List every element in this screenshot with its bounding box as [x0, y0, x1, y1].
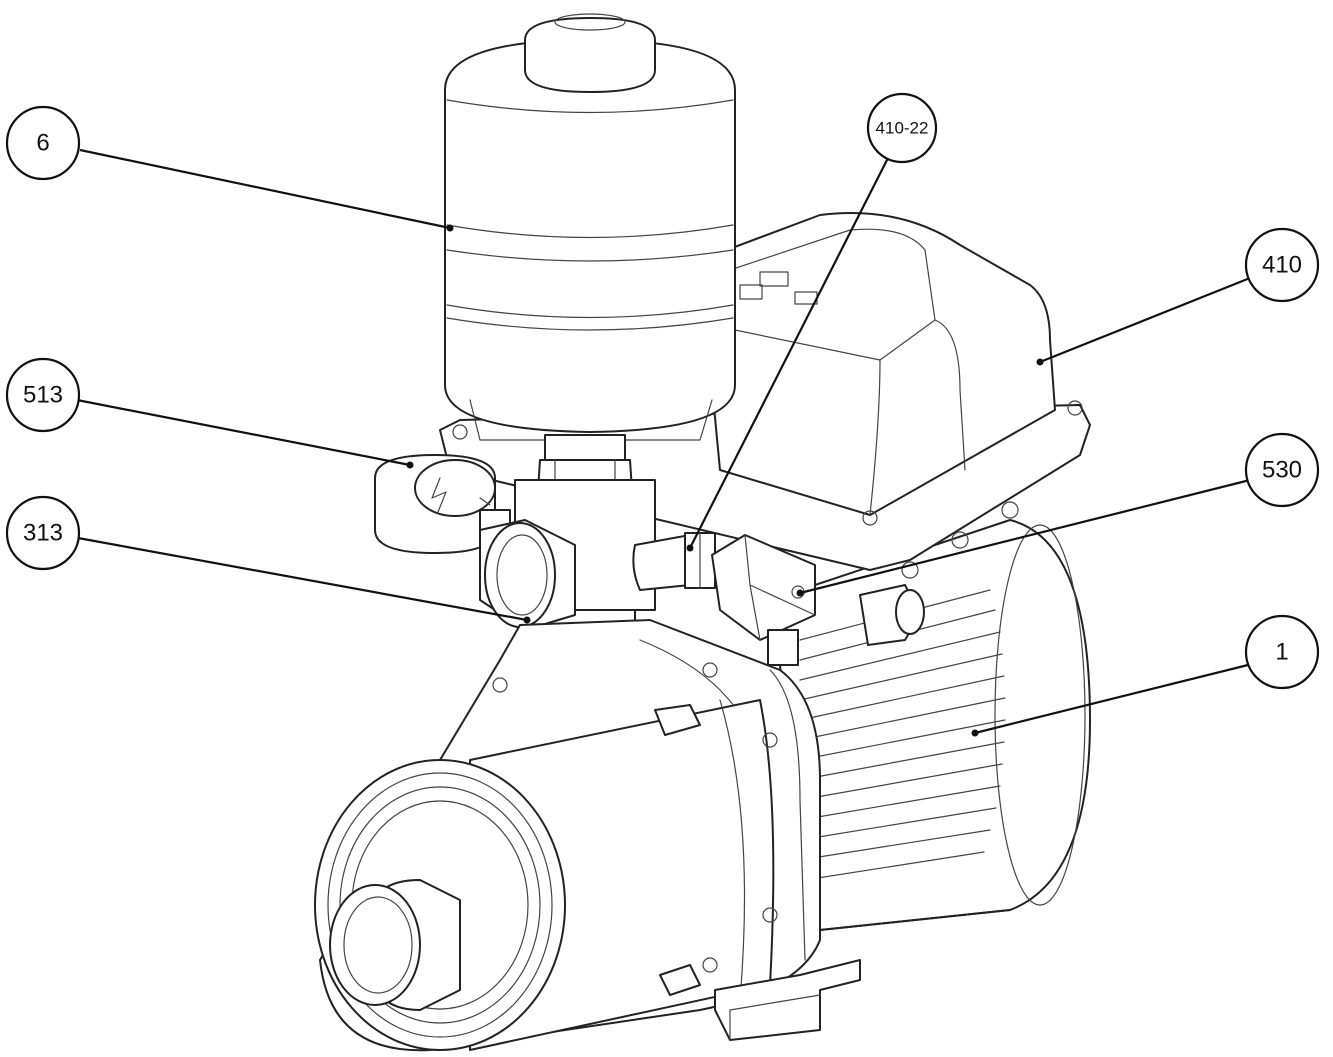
pressure-gauge	[374, 454, 511, 554]
cable-connector	[711, 534, 816, 666]
callout-1-label: 1	[1275, 639, 1288, 666]
pump-casing-bolts	[492, 662, 778, 973]
callout-530: 530	[1244, 432, 1320, 508]
leader-313	[77, 536, 528, 622]
callout-313-label: 313	[23, 520, 63, 547]
discharge-fitting	[479, 519, 576, 631]
callout-6-label: 6	[36, 130, 49, 157]
callout-410-22: 410-22	[866, 92, 938, 164]
leader-410	[1039, 276, 1251, 364]
controller-housing	[439, 212, 1091, 579]
callout-1: 1	[1244, 614, 1320, 690]
motor	[769, 519, 1091, 931]
pressure-sensor	[632, 532, 716, 591]
leader-513	[76, 398, 411, 467]
callout-513-label: 513	[23, 382, 63, 409]
suction-inlet	[329, 879, 461, 1011]
base-foot	[714, 959, 861, 1041]
callout-410: 410	[1244, 227, 1320, 303]
callout-410-label: 410	[1262, 252, 1302, 279]
callout-530-label: 530	[1262, 457, 1302, 484]
callout-513: 513	[5, 357, 81, 433]
controller-mounting-bolts	[452, 400, 1083, 579]
callout-410-22-label: 410-22	[876, 119, 929, 138]
cable-gland	[859, 584, 925, 646]
pump-body	[314, 619, 821, 1052]
leader-lines	[76, 148, 1251, 737]
pressure-tank	[444, 13, 736, 441]
leader-530	[799, 478, 1251, 595]
leader-410-22	[689, 157, 889, 549]
leader-1	[974, 663, 1249, 735]
callout-6: 6	[5, 105, 81, 181]
leader-6	[79, 148, 451, 230]
callout-313: 313	[5, 495, 81, 571]
